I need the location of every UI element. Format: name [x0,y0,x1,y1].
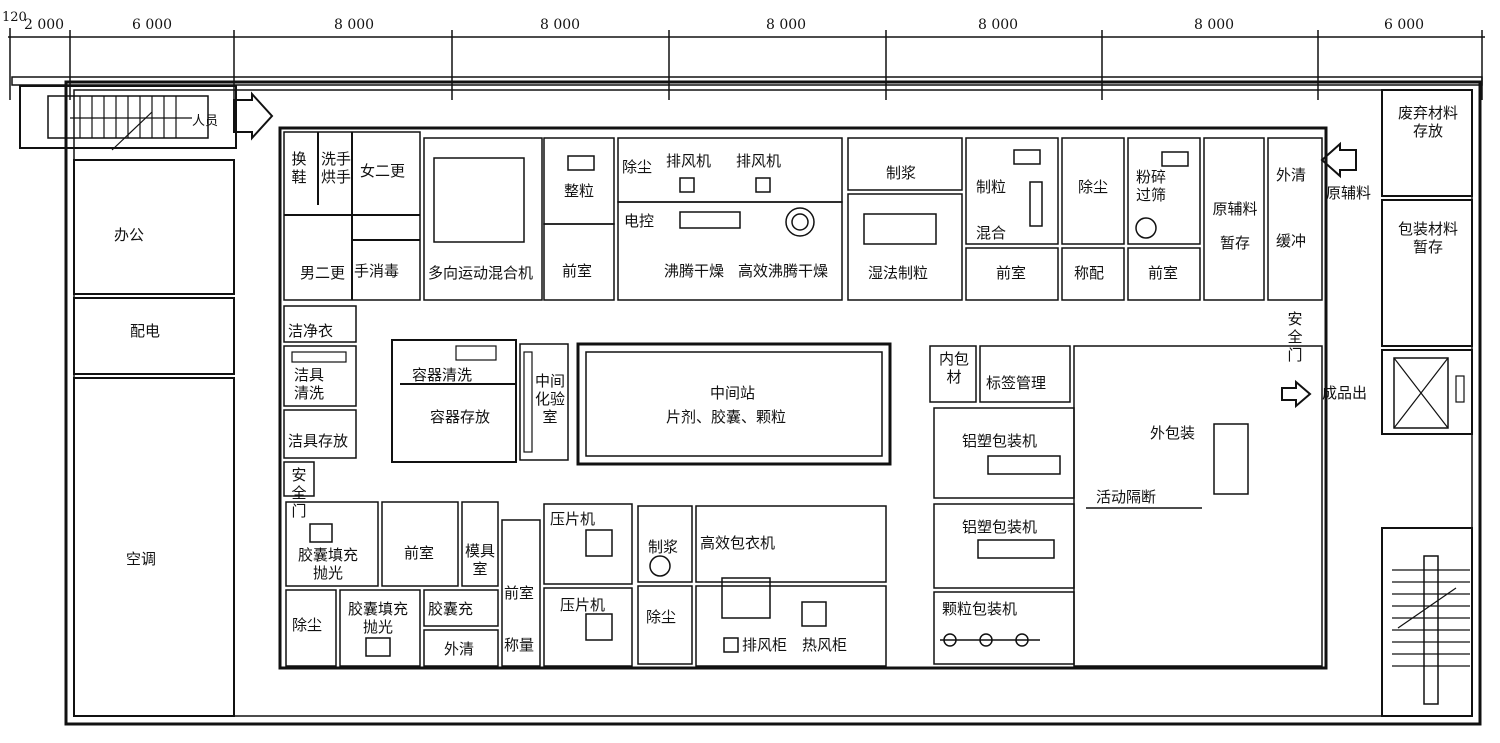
room-hand-disinfect: 手消毒 [354,262,400,280]
dimension-span: 8 000 [1194,17,1235,33]
equipment-exhaust-fan-2: 排风机 [736,152,782,170]
room-outer-clean-bottom: 外清 [444,640,475,658]
room-anteroom-4: 前室 [404,544,435,562]
room-electric-control: 电控 [624,212,655,230]
room-multi-mixer: 多向运动混合机 [428,264,534,282]
equipment-exhaust-fan-1: 排风机 [666,152,712,170]
room-female-change2: 女二更 [360,162,406,180]
dimension-span: 8 000 [766,17,807,33]
room-outer-packaging: 外包装 [1150,424,1196,442]
room-aux-material-temp: 原辅料暂存 [1212,200,1258,252]
room-packaging-temp: 包装材料暂存 [1397,220,1458,256]
equipment-fluid-bed-dryer: 沸腾干燥 [664,262,725,280]
room-power: 配电 [130,322,161,340]
dimension-span: 6 000 [132,17,173,33]
room-anteroom-5: 前室 [504,584,535,602]
room-container-wash: 容器清洗 [412,366,473,384]
dimension-span: 8 000 [978,17,1019,33]
room-inner-pack-material: 内包材 [938,350,969,386]
room-dedust-bottom-left: 除尘 [292,616,323,634]
room-weighing-top: 称配 [1074,264,1105,282]
equipment-alu-blister-1: 铝塑包装机 [962,432,1038,450]
room-change-shoes: 换鞋 [291,150,307,186]
room-dedust-top: 除尘 [622,158,653,176]
dimension-span: 2 000 [24,17,65,33]
room-wash-dry: 洗手烘手 [320,150,351,186]
equipment-tablet-press-1: 压片机 [550,510,596,528]
room-weighing-bottom: 称量 [504,636,535,654]
label-personnel-entry: 人员 [192,114,219,129]
room-dedust-bottom: 除尘 [646,608,677,626]
room-granulate-mix: 制粒混合 [975,178,1006,242]
room-tool-wash: 洁具清洗 [293,366,324,402]
room-office: 办公 [114,226,145,244]
equipment-exhaust-cabinet: 排风柜 [742,636,788,654]
room-safety-exit-right: 安全门 [1287,310,1303,364]
room-clean-clothes: 洁净衣 [288,322,334,340]
room-buffer: 缓冲 [1276,232,1307,250]
room-container-storage: 容器存放 [430,408,491,426]
room-mid-lab: 中间化验室 [534,372,565,426]
equipment-granule-packer: 颗粒包装机 [942,600,1018,618]
dimension-span: 8 000 [334,17,375,33]
room-slurry-bottom: 制浆 [648,538,679,556]
room-granulate: 整粒 [564,182,595,200]
dimension-offset: 120 [2,10,27,25]
room-anteroom-3: 前室 [1148,264,1179,282]
room-slurry-top: 制浆 [886,164,917,182]
room-anteroom-1: 前室 [562,262,593,280]
room-outer-clean: 外清 [1276,166,1307,184]
equipment-efficient-coating: 高效包衣机 [700,534,776,552]
room-capsule-fill-2: 胶囊填充抛光 [347,600,408,636]
room-mold: 模具室 [464,542,495,578]
room-capsule-fill-3: 胶囊充 [428,600,474,618]
equipment-alu-blister-2: 铝塑包装机 [962,518,1038,536]
room-intermediate-station: 中间站 [710,384,756,402]
room-male-change2: 男二更 [300,264,346,282]
room-anteroom-2: 前室 [996,264,1027,282]
dimension-span: 8 000 [540,17,581,33]
room-tool-storage: 洁具存放 [288,432,349,450]
room-label-management: 标签管理 [986,374,1047,392]
equipment-efficient-fluid-dryer: 高效沸腾干燥 [738,262,829,280]
room-intermediate-items: 片剂、胶囊、颗粒 [666,408,787,426]
room-dedust-mid: 除尘 [1078,178,1109,196]
room-safety-exit-left: 安全门 [291,466,307,520]
label-movable-partition: 活动隔断 [1096,488,1157,506]
room-hvac: 空调 [126,550,157,568]
equipment-hot-air-cabinet: 热风柜 [802,636,848,654]
equipment-tablet-press-2: 压片机 [560,596,606,614]
room-crush-sieve: 粉碎过筛 [1135,168,1166,204]
label-raw-material-in: 原辅料 [1326,184,1372,202]
room-capsule-fill-1: 胶囊填充抛光 [297,546,358,582]
dimension-span: 6 000 [1384,17,1425,33]
room-wet-granulate: 湿法制粒 [868,264,929,282]
room-waste-storage: 废弃材料存放 [1397,104,1458,140]
label-finished-out: 成品出 [1322,384,1368,402]
